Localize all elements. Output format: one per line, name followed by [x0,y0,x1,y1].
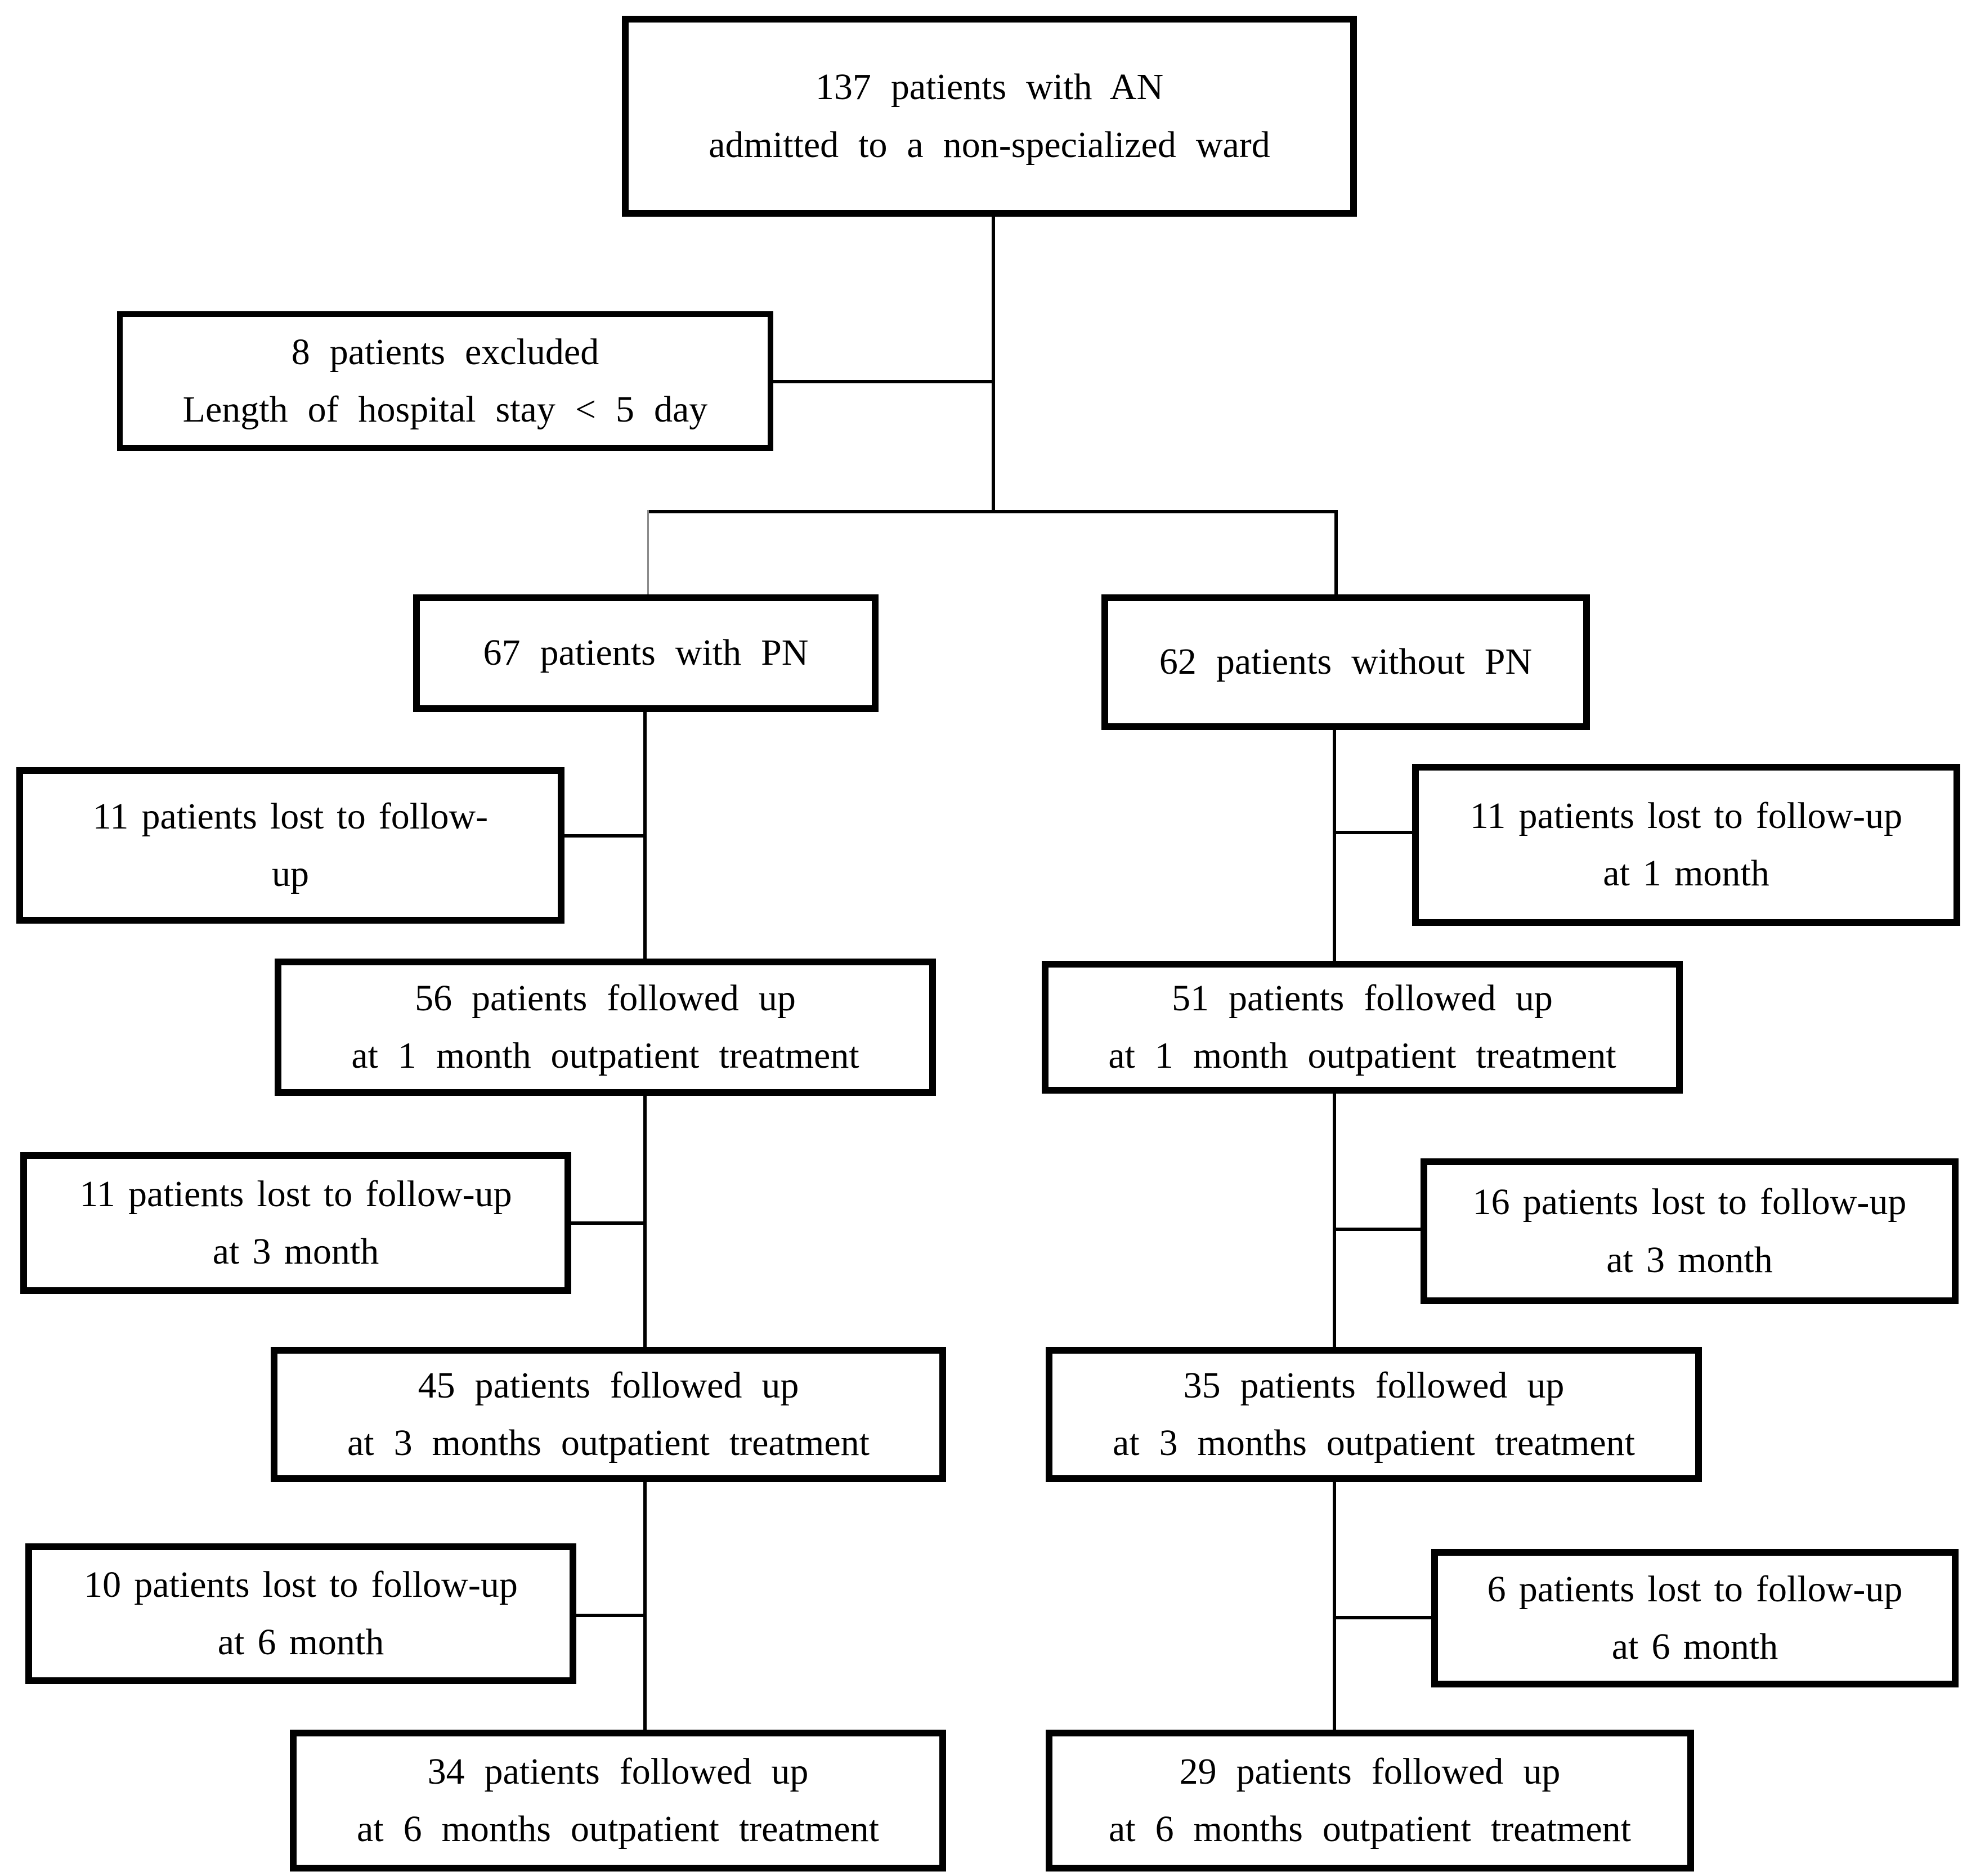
node-no-pn-lost-6m-line1: 6 patients lost to follow-up [1487,1568,1903,1610]
node-no-pn-followed-6m-line1: 29 patients followed up [1179,1750,1561,1792]
node-no-pn-followed-3m-line1: 35 patients followed up [1183,1364,1565,1406]
node-pn-lost-6m-line2: at 6 month [217,1622,384,1663]
connector-drop-to-pn [647,510,649,594]
node-no-pn-followed-1m-line1: 51 patients followed up [1172,977,1553,1019]
node-pn-followed-6m: 34 patients followed up at 6 months outp… [290,1730,946,1871]
node-no-pn-lost-1m-line1: 11 patients lost to follow-up [1469,795,1903,836]
node-no-pn-lost-6m: 6 patients lost to follow-up at 6 month [1431,1549,1959,1687]
node-pn-lost-3m: 11 patients lost to follow-up at 3 month [20,1152,571,1294]
node-pn-followed-3m-line1: 45 patients followed up [418,1364,799,1406]
connector-drop-to-no-pn [1334,510,1338,594]
connector-pn-lost-1m-stub [564,834,645,838]
node-enrollment-line2: admitted to a non-specialized ward [709,124,1270,165]
node-pn-followed-3m-line2: at 3 months outpatient treatment [347,1422,870,1463]
connector-excluded-stub [773,380,995,383]
connector-no-pn-1m-to-3m [1333,1094,1336,1347]
node-excluded-line1: 8 patients excluded [291,331,599,373]
node-no-pn-followed-6m-line2: at 6 months outpatient treatment [1108,1808,1632,1850]
node-pn-lost-1m: 11 patients lost to follow- up [16,767,564,924]
connector-pn-to-1m [643,712,647,959]
node-no-pn-arm: 62 patients without PN [1101,594,1590,730]
connector-pn-3m-to-6m [643,1482,647,1730]
connector-branch-split [647,510,1338,513]
node-no-pn-lost-1m-line2: at 1 month [1603,853,1769,894]
connector-pn-lost-3m-stub [571,1221,645,1225]
node-pn-lost-6m: 10 patients lost to follow-up at 6 month [25,1543,576,1684]
node-no-pn-followed-3m-line2: at 3 months outpatient treatment [1112,1422,1636,1463]
node-no-pn-followed-3m: 35 patients followed up at 3 months outp… [1046,1347,1702,1482]
node-pn-followed-1m-line2: at 1 month outpatient treatment [351,1035,859,1076]
node-no-pn-followed-6m: 29 patients followed up at 6 months outp… [1046,1730,1694,1871]
node-pn-lost-1m-line1: 11 patients lost to follow- [92,795,489,837]
node-no-pn-lost-3m-line2: at 3 month [1606,1239,1773,1280]
node-pn-lost-3m-line1: 11 patients lost to follow-up [79,1173,512,1215]
node-pn-lost-1m-line2: up [272,853,309,894]
node-no-pn-lost-1m: 11 patients lost to follow-up at 1 month [1412,764,1960,926]
node-no-pn-arm-line1: 62 patients without PN [1159,641,1533,683]
node-pn-followed-6m-line2: at 6 months outpatient treatment [356,1808,880,1850]
node-pn-followed-1m: 56 patients followed up at 1 month outpa… [275,959,936,1096]
node-pn-followed-3m: 45 patients followed up at 3 months outp… [271,1347,946,1482]
node-no-pn-followed-1m-line2: at 1 month outpatient treatment [1108,1035,1616,1076]
node-pn-lost-3m-line2: at 3 month [212,1231,379,1272]
node-pn-arm-line1: 67 patients with PN [483,632,809,674]
connector-no-pn-lost-3m-stub [1334,1228,1421,1231]
node-no-pn-lost-3m: 16 patients lost to follow-up at 3 month [1421,1158,1959,1304]
node-excluded: 8 patients excluded Length of hospital s… [117,311,773,451]
connector-no-pn-3m-to-6m [1333,1482,1336,1730]
node-pn-arm: 67 patients with PN [413,594,879,712]
node-no-pn-lost-6m-line2: at 6 month [1611,1626,1778,1667]
node-pn-followed-1m-line1: 56 patients followed up [415,977,796,1019]
node-no-pn-lost-3m-line1: 16 patients lost to follow-up [1472,1181,1907,1223]
node-enrollment: 137 patients with AN admitted to a non-s… [622,16,1357,217]
connector-no-pn-to-1m [1333,730,1336,961]
node-no-pn-followed-1m: 51 patients followed up at 1 month outpa… [1042,961,1683,1094]
node-enrollment-line1: 137 patients with AN [815,66,1164,108]
node-pn-lost-6m-line1: 10 patients lost to follow-up [84,1564,518,1605]
connector-no-pn-lost-1m-stub [1334,831,1412,834]
connector-enrollment-vertical [992,217,995,510]
connector-pn-1m-to-3m [643,1096,647,1347]
node-pn-followed-6m-line1: 34 patients followed up [427,1750,809,1792]
node-excluded-line2: Length of hospital stay < 5 day [182,389,708,430]
connector-pn-lost-6m-stub [576,1614,645,1617]
connector-no-pn-lost-6m-stub [1334,1616,1431,1619]
